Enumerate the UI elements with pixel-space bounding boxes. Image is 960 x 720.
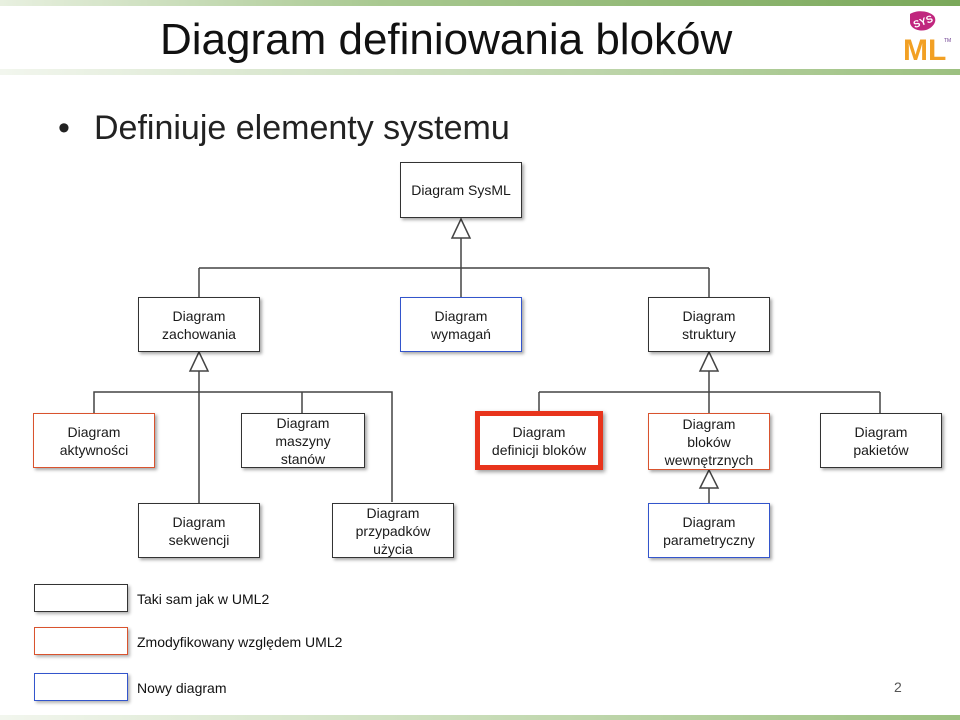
page-number: 2 [894, 679, 902, 695]
generalization-arrow-root [450, 217, 472, 239]
connector-activity [93, 391, 393, 502]
top-accent-bar [0, 0, 960, 6]
diagram-node-block-definition: Diagram definicji bloków [475, 411, 603, 470]
diagram-node-package: Diagram pakietów [820, 413, 942, 468]
bullet-text: Definiuje elementy systemu [94, 109, 510, 147]
legend-swatch-same [34, 584, 128, 612]
sysml-logo: SYS ML TM [903, 11, 951, 66]
legend-label-new: Nowy diagram [137, 680, 227, 696]
title-divider [0, 69, 960, 75]
logo-tm-text: TM [944, 38, 951, 44]
diagram-node-requirements: Diagram wymagań [400, 297, 522, 352]
diagram-node-activity: Diagram aktywności [33, 413, 155, 468]
legend-swatch-modified [34, 627, 128, 655]
legend-label-same: Taki sam jak w UML2 [137, 591, 270, 607]
generalization-arrow-behavior [188, 350, 210, 372]
logo-ml-text: ML [903, 34, 946, 66]
legend-label-modified: Zmodyfikowany względem UML2 [137, 634, 343, 650]
diagram-node-internal-block: Diagram bloków wewnętrznych [648, 413, 770, 470]
legend-swatch-new [34, 673, 128, 701]
slide-title: Diagram definiowania bloków [160, 15, 733, 64]
diagram-node-state-machine: Diagram maszyny stanów [241, 413, 365, 468]
bullet-dot-icon: • [58, 109, 70, 147]
bullet-point: • Definiuje elementy systemu [58, 106, 510, 150]
diagram-node-sysml: Diagram SysML [400, 162, 522, 218]
generalization-arrow-ibd [698, 468, 720, 489]
diagram-node-parametric: Diagram parametryczny [648, 503, 770, 558]
bottom-accent-bar [0, 715, 960, 720]
logo-shape-magenta [910, 11, 936, 31]
diagram-node-structure: Diagram struktury [648, 297, 770, 352]
diagram-node-behavior: Diagram zachowania [138, 297, 260, 352]
generalization-arrow-structure [698, 350, 720, 372]
diagram-node-sequence: Diagram sekwencji [138, 503, 260, 558]
logo-base [904, 32, 948, 60]
diagram-node-use-case: Diagram przypadków użycia [332, 503, 454, 558]
